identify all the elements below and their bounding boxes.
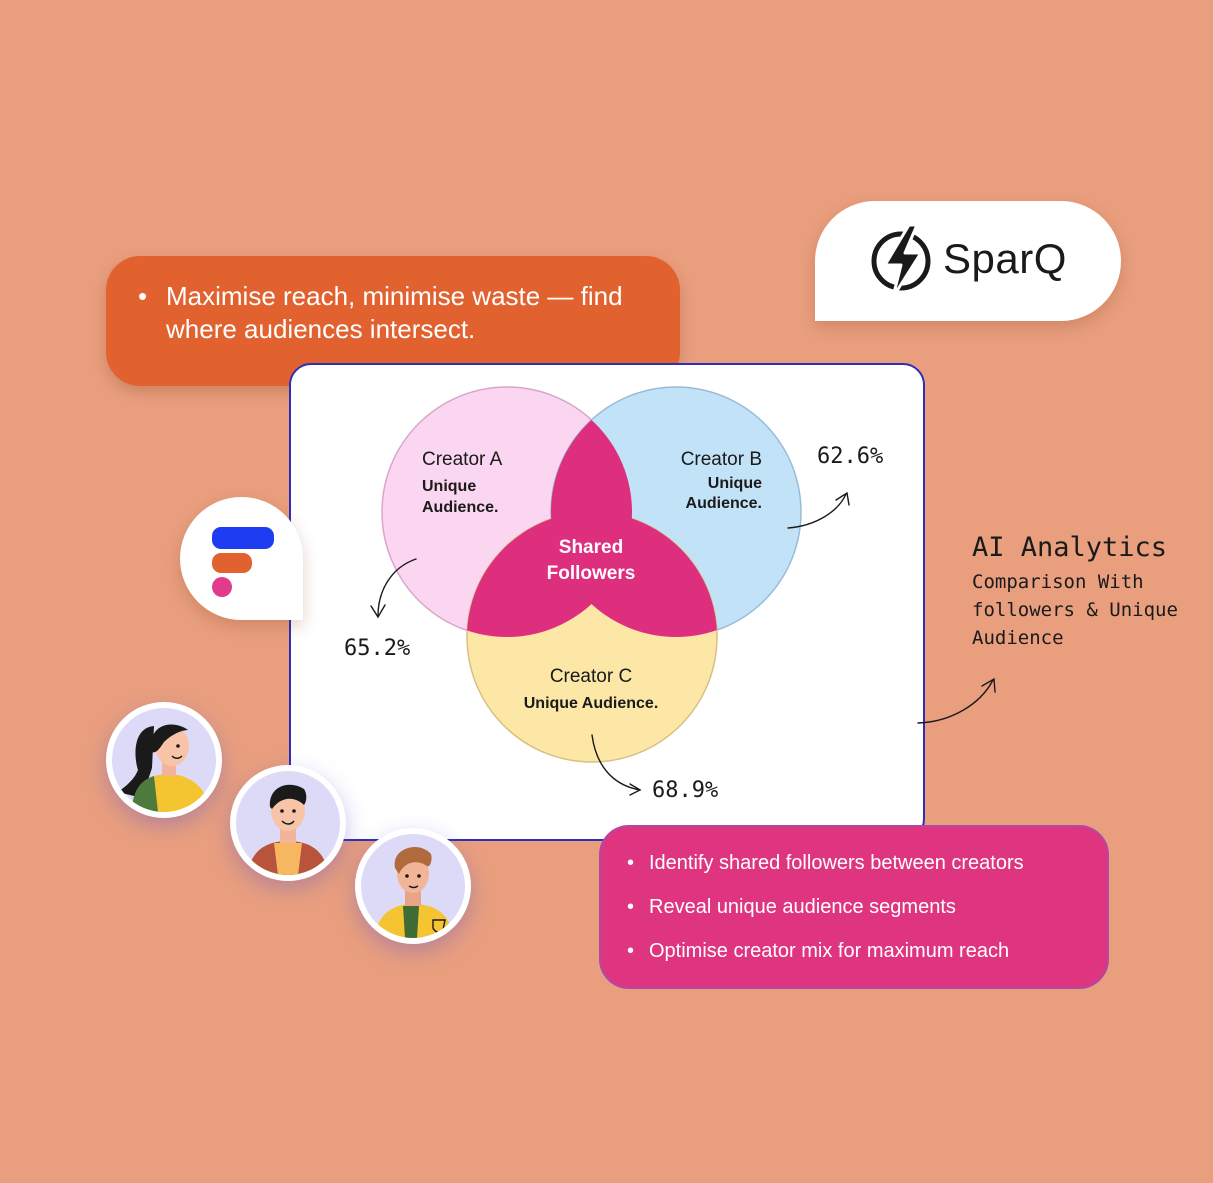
avatar-woman-icon — [118, 724, 210, 812]
curved-arrow-icon — [370, 604, 386, 619]
curved-arrow-icon — [981, 677, 996, 693]
curved-arrow-icon — [917, 679, 994, 724]
creator-b-line2: Audience. — [686, 495, 762, 512]
curved-arrow-icon — [787, 493, 847, 529]
creator-a-line1: Unique — [422, 478, 476, 495]
shared-line2: Followers — [547, 563, 636, 584]
percent-creator-c: 68.9% — [652, 778, 719, 803]
features-list: Identify shared followers between creato… — [627, 851, 1024, 983]
creator-b-line1: Unique — [708, 475, 762, 492]
app-logo-icon — [212, 527, 274, 597]
list-item: Optimise creator mix for maximum reach — [627, 939, 1024, 983]
curved-arrow-icon — [591, 734, 641, 791]
shared-line1: Shared — [559, 537, 623, 558]
annotation-line3: Audience — [972, 627, 1064, 649]
list-item: Identify shared followers between creato… — [627, 851, 1024, 895]
creator-a-title: Creator A — [422, 449, 503, 470]
intro-text-line2: where audiences intersect. — [166, 314, 476, 344]
creator-a-line2: Audience. — [422, 499, 498, 516]
creator-c-title: Creator C — [550, 666, 632, 687]
avatar — [355, 828, 471, 944]
percent-creator-b: 62.6% — [817, 444, 884, 469]
avatar — [230, 765, 346, 881]
list-item: Reveal unique audience segments — [627, 895, 1024, 939]
lightning-bolt-icon — [871, 223, 935, 304]
features-card: Identify shared followers between creato… — [599, 825, 1109, 989]
creator-b-title: Creator B — [681, 449, 762, 470]
avatar — [106, 702, 222, 818]
intro-text-line1: Maximise reach, minimise waste — find — [166, 281, 623, 311]
avatar-man-icon — [248, 784, 328, 875]
curved-arrow-icon — [629, 783, 642, 796]
app-logo-badge — [180, 497, 303, 620]
percent-creator-a: 65.2% — [344, 636, 411, 661]
bullet: • — [138, 281, 148, 311]
creator-c-line1: Unique Audience. — [524, 695, 659, 712]
annotation-line2: followers & Unique — [972, 599, 1178, 621]
brand-logo-badge: SparQ — [815, 201, 1121, 321]
curved-arrow-icon — [377, 558, 417, 617]
annotation-line1: Comparison With — [972, 571, 1144, 593]
brand-name: SparQ — [943, 235, 1067, 282]
shared-followers-region — [467, 387, 717, 637]
avatar-boy-icon — [375, 846, 453, 938]
annotation-title: AI Analytics — [972, 532, 1168, 563]
curved-arrow-icon — [835, 491, 850, 506]
